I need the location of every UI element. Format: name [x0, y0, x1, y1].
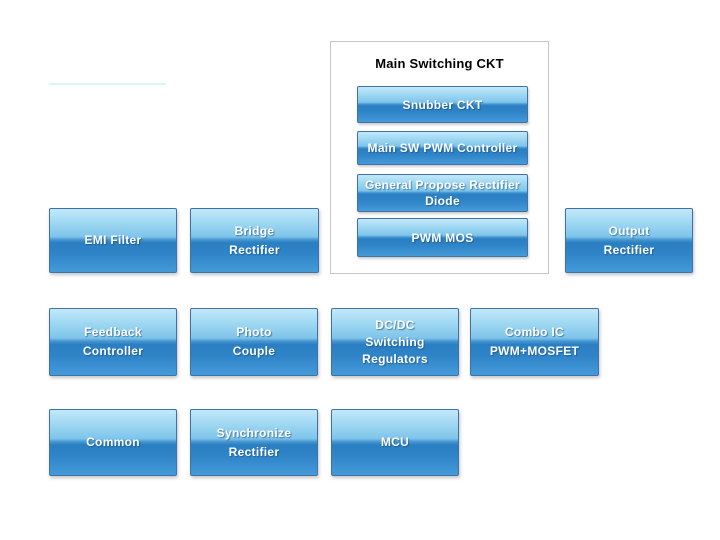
block-dcdc-switching-regulators[interactable]: DC/DC Switching Regulators [331, 308, 459, 376]
block-label-line: Regulators [362, 351, 428, 366]
block-mcu[interactable]: MCU [331, 409, 459, 476]
block-label-line: PWM+MOSFET [489, 344, 580, 358]
block-label: Common [86, 435, 140, 449]
block-label: PWM MOS [411, 230, 474, 245]
main-switching-ckt-group: Main Switching CKT Snubber CKT Main SW P… [330, 41, 549, 274]
block-label: Snubber CKT [402, 97, 483, 112]
block-synchronize-rectifier[interactable]: Synchronize Rectifier [190, 409, 318, 476]
block-label-line: Couple [232, 344, 276, 358]
faded-divider-line [49, 83, 166, 85]
block-label-line: Synchronize [216, 425, 292, 440]
block-label-line: DC/DC [375, 317, 415, 332]
block-label-line: Rectifier [229, 242, 280, 257]
block-common[interactable]: Common [49, 409, 177, 476]
block-feedback-controller[interactable]: Feedback Controller [49, 308, 177, 376]
block-label-line: Bridge [234, 223, 275, 238]
block-label: MCU [380, 435, 410, 449]
block-label-line: Controller [82, 344, 144, 358]
block-main-sw-pwm-controller[interactable]: Main SW PWM Controller [357, 131, 528, 165]
block-label-line: Rectifier [228, 444, 280, 459]
block-label-line: General Propose Rectifier [365, 178, 520, 192]
block-snubber-ckt[interactable]: Snubber CKT [357, 86, 528, 123]
block-emi-filter[interactable]: EMI Filter [49, 208, 177, 273]
block-label-line: Output [608, 223, 650, 238]
block-combo-ic-pwm-mosfet[interactable]: Combo IC PWM+MOSFET [470, 308, 599, 376]
block-label-line: Switching [365, 334, 425, 349]
block-bridge-rectifier[interactable]: Bridge Rectifier [190, 208, 319, 273]
block-output-rectifier[interactable]: Output Rectifier [565, 208, 693, 273]
block-label-line: Feedback [84, 325, 142, 339]
group-title: Main Switching CKT [375, 56, 504, 71]
block-general-propose-rectifier-diode[interactable]: General Propose Rectifier Diode [357, 174, 528, 212]
block-label-line: Diode [425, 194, 460, 208]
block-label: Main SW PWM Controller [367, 141, 518, 155]
block-label-line: Rectifier [603, 242, 655, 257]
block-label-line: Combo IC [504, 325, 565, 339]
block-photo-couple[interactable]: Photo Couple [190, 308, 318, 376]
block-pwm-mos[interactable]: PWM MOS [357, 218, 528, 257]
block-label-line: Photo [236, 325, 272, 339]
block-label: EMI Filter [84, 233, 142, 247]
